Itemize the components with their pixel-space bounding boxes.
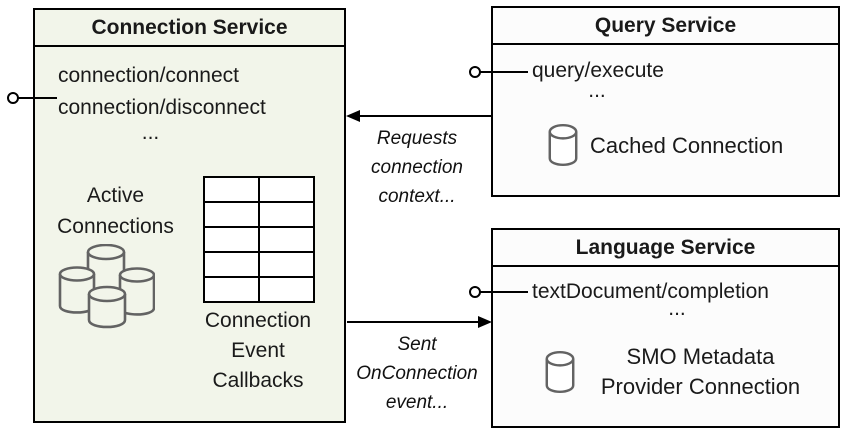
connection-endpoints: connection/connect connection/disconnect xyxy=(58,60,266,124)
table-cell xyxy=(259,252,314,277)
arrow-label-sent-onconnection-event: Sent OnConnection event... xyxy=(356,334,478,413)
table-cell xyxy=(259,177,314,202)
smo-metadata-provider-connection-label: SMO Metadata Provider Connection xyxy=(600,344,801,399)
language-endpoints-ellipsis: ... xyxy=(668,297,686,320)
table-cell xyxy=(204,202,259,227)
table-cell xyxy=(204,252,259,277)
connection-endpoints-ellipsis: ... xyxy=(141,121,160,144)
language-service-box: Language Service textDocument/completion… xyxy=(491,228,840,428)
table-cell xyxy=(204,177,259,202)
database-cylinder-icon xyxy=(118,267,155,316)
table-cell xyxy=(259,227,314,252)
arrow-requests-connection-context xyxy=(346,110,491,122)
table-cell xyxy=(204,277,259,302)
arrow-sent-onconnection-event xyxy=(347,316,492,328)
table-cell xyxy=(204,227,259,252)
callback-table-icon xyxy=(203,176,315,303)
endpoint-textdocument-completion: textDocument/completion xyxy=(532,280,769,303)
language-service-title: Language Service xyxy=(493,230,838,267)
query-service-title: Query Service xyxy=(493,8,838,45)
database-cylinder-icon xyxy=(58,266,96,314)
database-cluster-icon xyxy=(58,244,155,329)
query-endpoints-ellipsis: ... xyxy=(588,79,606,102)
endpoint-connection-disconnect: connection/disconnect xyxy=(58,96,266,119)
table-cell xyxy=(259,202,314,227)
connection-service-title: Connection Service xyxy=(35,10,344,47)
database-cylinder-icon xyxy=(87,285,127,329)
connection-event-callbacks-label: Connection Event Callbacks xyxy=(204,309,312,392)
active-connections-label: Active Connections xyxy=(57,184,174,238)
endpoint-connection-connect: connection/connect xyxy=(58,64,239,87)
endpoint-query-execute: query/execute xyxy=(532,59,664,82)
arrow-label-requests-connection-context: Requests connection context... xyxy=(371,128,463,207)
connection-service-box: Connection Service connection/connect co… xyxy=(33,8,346,423)
query-service-box: Query Service query/execute ... Cached C… xyxy=(491,6,840,197)
table-cell xyxy=(259,277,314,302)
database-icon xyxy=(545,350,575,394)
database-icon xyxy=(548,123,578,167)
cached-connection-label: Cached Connection xyxy=(590,133,784,158)
